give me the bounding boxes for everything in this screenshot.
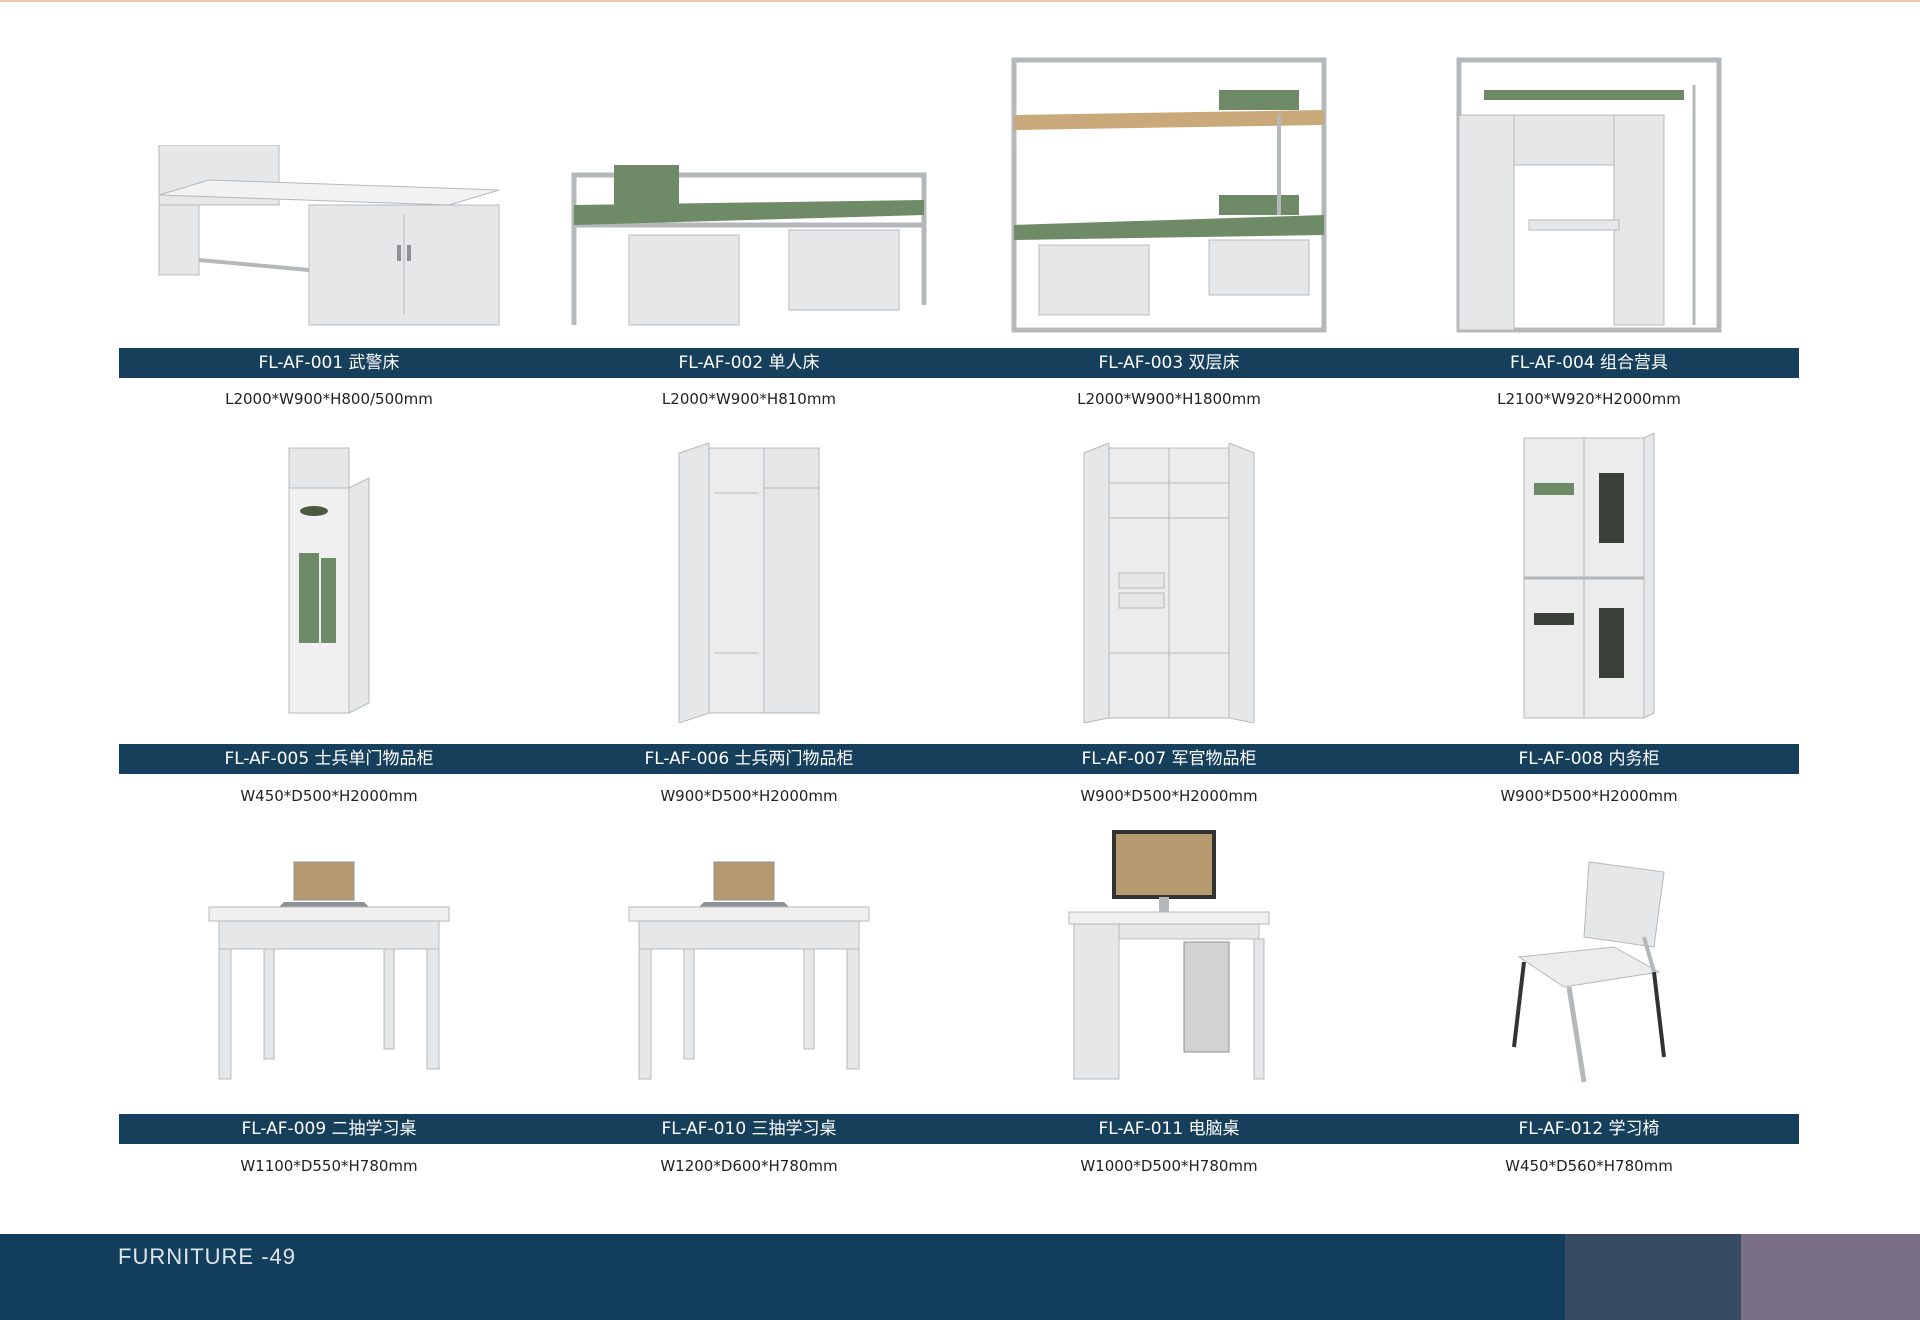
- product-dimensions: L2000*W900*H1800mm: [1077, 390, 1261, 408]
- product-images-row: [119, 825, 1799, 1087]
- product-dimensions: W450*D560*H780mm: [1505, 1157, 1673, 1175]
- product-title: FL-AF-010 三抽学习桌: [661, 1119, 837, 1139]
- product-title: FL-AF-007 军官物品柜: [1081, 749, 1257, 769]
- desk-image: [539, 825, 959, 1087]
- product-specs-row: W450*D500*H2000mm W900*D500*H2000mm W900*D…: [119, 787, 1799, 805]
- single-bed-image: [539, 50, 959, 335]
- product-title: FL-AF-009 二抽学习桌: [241, 1119, 417, 1139]
- product-title: FL-AF-005 士兵单门物品柜: [224, 749, 434, 769]
- product-title: FL-AF-002 单人床: [678, 353, 820, 373]
- product-title: FL-AF-012 学习椅: [1518, 1119, 1660, 1139]
- product-dimensions: W1000*D500*H780mm: [1080, 1157, 1258, 1175]
- product-title-bar: FL-AF-001 武警床 FL-AF-002 单人床 FL-AF-003 双层床 F…: [119, 348, 1799, 378]
- footer-accent-block: [1565, 1234, 1741, 1320]
- product-dimensions: W900*D500*H2000mm: [1500, 787, 1678, 805]
- bunk-bed-image: [959, 50, 1379, 335]
- product-title: FL-AF-011 电脑桌: [1098, 1119, 1240, 1139]
- product-title: FL-AF-008 内务柜: [1518, 749, 1660, 769]
- product-images-row: [119, 433, 1799, 723]
- product-specs-row: W1100*D550*H780mm W1200*D600*H780mm W1000*…: [119, 1157, 1799, 1175]
- footer: FURNITURE -49: [0, 1234, 1920, 1320]
- product-title: FL-AF-001 武警床: [258, 353, 400, 373]
- product-images-row: [119, 50, 1799, 335]
- bed-cabinet-image: [119, 50, 539, 335]
- footer-accent-block: [1741, 1234, 1920, 1320]
- product-title: FL-AF-006 士兵两门物品柜: [644, 749, 854, 769]
- top-rule: [0, 0, 1920, 2]
- product-title-bar: FL-AF-009 二抽学习桌 FL-AF-010 三抽学习桌 FL-AF-011 …: [119, 1114, 1799, 1144]
- desk-image: [119, 825, 539, 1087]
- product-dimensions: L2000*W900*H810mm: [661, 390, 837, 408]
- product-title: FL-AF-004 组合营具: [1509, 353, 1669, 373]
- product-dimensions: W1100*D550*H780mm: [240, 1157, 418, 1175]
- page-label: FURNITURE -49: [118, 1244, 297, 1269]
- product-dimensions: W450*D500*H2000mm: [240, 787, 418, 805]
- locker-single-image: [119, 438, 539, 723]
- locker-officer-image: [959, 438, 1379, 723]
- product-dimensions: L2100*W920*H2000mm: [1497, 390, 1681, 408]
- product-dimensions: W900*D500*H2000mm: [1080, 787, 1258, 805]
- product-title: FL-AF-003 双层床: [1098, 353, 1240, 373]
- locker-open-image: [1379, 433, 1799, 723]
- loft-bed-image: [1379, 50, 1799, 335]
- product-dimensions: W900*D500*H2000mm: [660, 787, 838, 805]
- product-specs-row: L2000*W900*H800/500mm L2000*W900*H810mm L2…: [119, 390, 1799, 408]
- product-title-bar: FL-AF-005 士兵单门物品柜 FL-AF-006 士兵两门物品柜 FL-AF-…: [119, 744, 1799, 774]
- product-dimensions: L2000*W900*H800/500mm: [225, 390, 433, 408]
- locker-double-image: [539, 438, 959, 723]
- product-dimensions: W1200*D600*H780mm: [660, 1157, 838, 1175]
- chair-image: [1379, 825, 1799, 1087]
- computer-desk-image: [959, 825, 1379, 1087]
